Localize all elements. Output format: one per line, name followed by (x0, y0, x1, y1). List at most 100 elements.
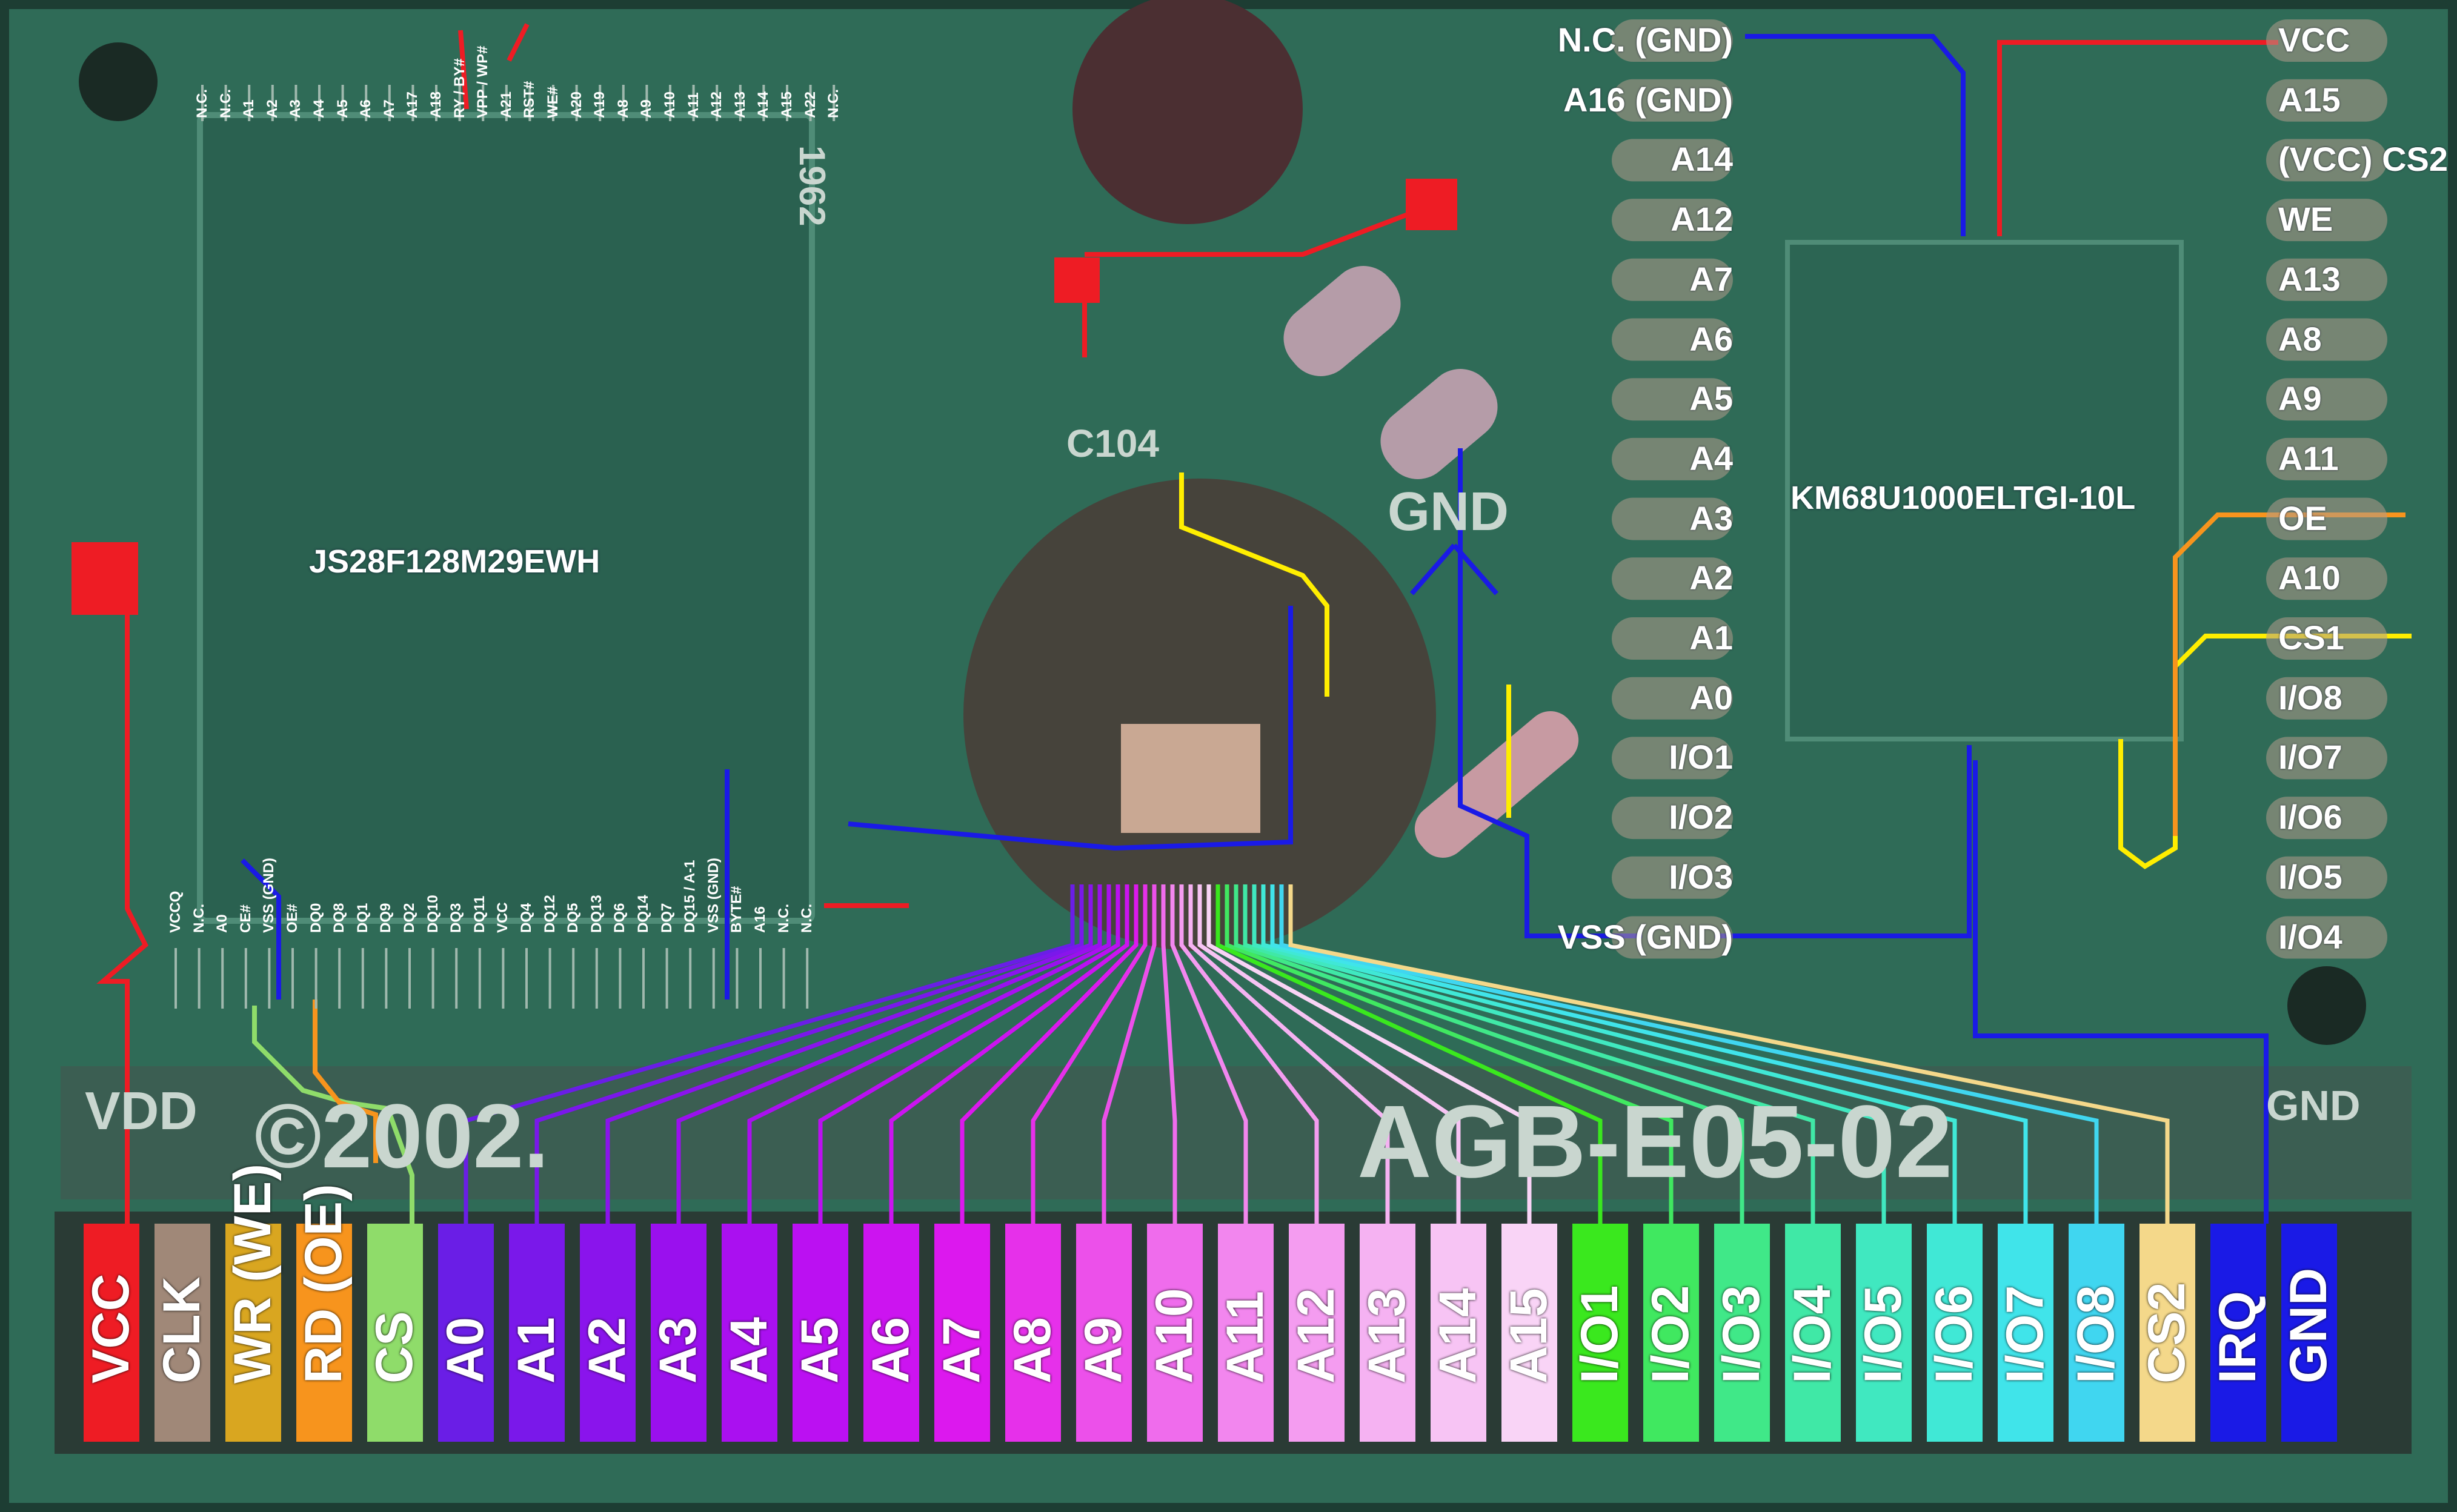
flash-bottom-pin-label: VSS (GND) (261, 857, 278, 933)
sram-right-pad (2266, 617, 2387, 660)
bus-trace (1234, 884, 1744, 1224)
silk-c104-label: C104 (1066, 422, 1159, 465)
sram-left-pad (1612, 497, 1733, 540)
mount-hole-left (79, 42, 158, 121)
sram-left-pin-label: A0 (1689, 678, 1733, 717)
bus-trace (1102, 884, 1157, 1224)
sram-left-pin-label: A4 (1689, 439, 1733, 477)
sram-left-pad (1612, 617, 1733, 660)
flash-bottom-pin-label: CE# (237, 904, 254, 933)
edge-pad-label: A5 (791, 1317, 849, 1384)
edge-pad: I/O6 (1925, 1224, 1983, 1442)
edge-pad: I/O7 (1996, 1224, 2054, 1442)
bus-trace (676, 884, 1102, 1224)
flash-bottom-pin-label: DQ4 (518, 903, 534, 933)
sram-chip-body (1785, 240, 2184, 741)
bus-trace (534, 884, 1084, 1224)
edge-pad-label: RD (OE) (294, 1184, 353, 1384)
edge-pad-label: A0 (436, 1317, 494, 1384)
flash-top-pin-label: A7 (381, 99, 397, 118)
sram-left-pad (1612, 139, 1733, 182)
edge-pad: A7 (933, 1224, 991, 1442)
sram-right-pin-label: WE (2278, 200, 2333, 239)
edge-pad-label: CLK (153, 1276, 211, 1384)
sram-right-pad (2266, 856, 2387, 899)
edge-pad-label: A15 (1500, 1288, 1558, 1384)
flash-top-pin-label: A17 (404, 91, 421, 118)
edge-pad: A0 (436, 1224, 494, 1442)
flash-top-pin-label: A19 (591, 91, 608, 118)
sram-right-pad (2266, 318, 2387, 361)
bus-trace (818, 884, 1120, 1224)
bus-trace (464, 884, 1075, 1224)
flash-top-pin-label: A11 (685, 92, 702, 118)
silk-gnd-right-label: GND (2266, 1082, 2361, 1129)
silk-u2-label: 1962 (792, 145, 833, 227)
flash-top-pin-label: N.C. (194, 89, 210, 118)
sram-left-pin-label: A2 (1689, 559, 1733, 597)
mount-hole-right (2287, 966, 2366, 1045)
sram-right-pin-label: CS1 (2278, 618, 2344, 657)
sram-right-pin-label: I/O8 (2278, 678, 2342, 717)
edge-pad-label: A14 (1429, 1288, 1487, 1384)
flash-bottom-pin-label: DQ10 (424, 895, 441, 933)
flash-top-pin-label: A22 (802, 91, 819, 118)
sram-left-pad (1612, 916, 1733, 959)
sram-right-pad (2266, 378, 2387, 421)
flash-top-pin-label: RY / BY# (451, 58, 468, 118)
edge-pad: I/O4 (1783, 1224, 1841, 1442)
flash-top-pin-label: A8 (614, 99, 631, 118)
flash-bottom-pin-label: DQ13 (588, 895, 605, 933)
vcc-pad-marker (71, 542, 138, 615)
sram-right-pad (2266, 139, 2387, 182)
edge-pad-label: I/O8 (2067, 1285, 2125, 1384)
flash-bottom-pin-label: VCCQ (167, 890, 184, 933)
sram-right-pin-label: (VCC) CS2 (2278, 140, 2449, 179)
bus-traces (464, 884, 2170, 1224)
flash-top-pin-label: A12 (708, 91, 725, 118)
sram-left-pin-label: A12 (1671, 200, 1733, 239)
flash-bottom-pin-label: DQ3 (448, 903, 465, 933)
bus-trace (1279, 884, 2099, 1224)
sram-right-pin-label: A11 (2278, 439, 2339, 477)
edge-pad: A13 (1358, 1224, 1416, 1442)
edge-pad-label: I/O1 (1571, 1285, 1629, 1384)
edge-pad-label: A2 (578, 1317, 636, 1384)
edge-pad: I/O3 (1712, 1224, 1770, 1442)
sram-left-pad (1612, 856, 1733, 899)
edge-pad: I/O2 (1641, 1224, 1700, 1442)
sram-right-pad (2266, 79, 2387, 122)
edge-pad: A12 (1287, 1224, 1345, 1442)
sram-right-pad (2266, 19, 2387, 62)
edge-pad: WR (WE) (224, 1164, 282, 1442)
flash-top-pin-label: N.C. (825, 89, 842, 118)
bus-trace (1031, 884, 1148, 1224)
flash-bottom-pin-label: DQ7 (658, 903, 675, 933)
bus-trace (1288, 884, 2170, 1224)
flash-top-pin-label: WE# (545, 86, 561, 118)
flash-top-pin-label: A2 (264, 99, 281, 118)
sram-left-pin-label: N.C. (GND) (1557, 21, 1733, 59)
sram-left-pad (1612, 199, 1733, 242)
bus-trace (1206, 884, 1532, 1224)
silk-board-code: AGB-E05-02 (1357, 1084, 1953, 1199)
bus-trace (747, 884, 1111, 1224)
flash-top-pin-label: A4 (311, 99, 327, 118)
edge-pad: A5 (791, 1224, 849, 1442)
sram-right-pad (2266, 557, 2387, 600)
edge-pad: A15 (1500, 1224, 1558, 1442)
flash-bottom-pin-label: DQ6 (611, 903, 628, 933)
edge-pad: I/O5 (1854, 1224, 1912, 1442)
pcb-pad-marker (1054, 257, 1100, 303)
silk-gnd-mid-label: GND (1388, 482, 1509, 542)
flash-bottom-pin-label: DQ12 (541, 895, 558, 933)
flash-top-pin-label: A20 (568, 91, 585, 118)
crystal-pad (1380, 369, 1498, 479)
edge-pad-label: A11 (1216, 1290, 1274, 1384)
sram-left-pin-label: A3 (1689, 499, 1733, 537)
edge-pad: I/O1 (1571, 1224, 1629, 1442)
sram-right-pin-label: OE (2278, 499, 2327, 537)
edge-pad: CS (365, 1224, 424, 1442)
sram-right-pad (2266, 916, 2387, 959)
flash-bottom-pin-label: DQ1 (354, 903, 371, 933)
